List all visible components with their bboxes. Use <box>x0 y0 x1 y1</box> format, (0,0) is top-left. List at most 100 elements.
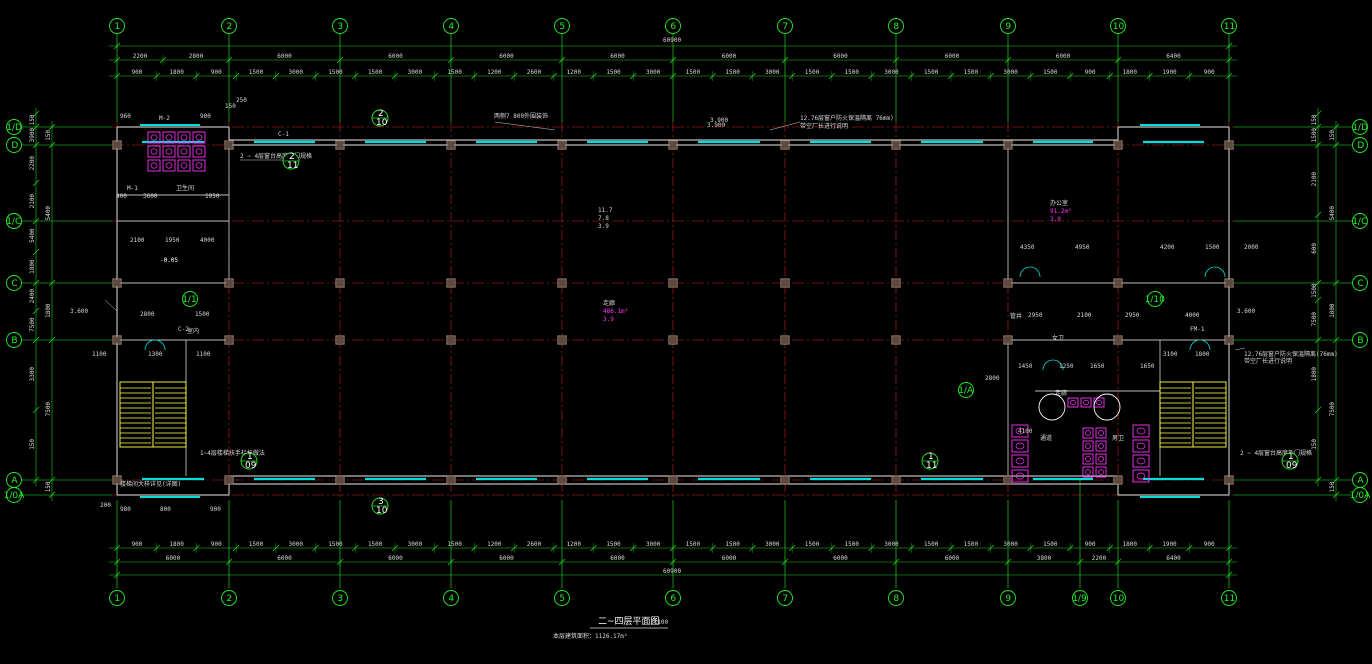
column-4 <box>446 278 456 288</box>
dim-left-sub-label: 3900 <box>29 128 36 143</box>
dim-left-main-tick <box>48 476 56 484</box>
axis-bubble-left-C <box>6 275 22 291</box>
bottom-overall-dim: 60900 <box>663 568 681 575</box>
axis-bubble-left-1/0A-label: 1/0A <box>4 491 25 501</box>
column-8 <box>891 278 901 288</box>
dim-left-main-label: 5400 <box>45 206 52 221</box>
dim-right-sub-label: 7500 <box>1311 312 1318 327</box>
dim-left-main-label: 1800 <box>45 303 52 318</box>
column-5 <box>557 335 567 345</box>
annotation: 1~4层楼梯扶手栏杆做法 <box>200 449 265 457</box>
small-dim: 1950 <box>205 193 220 200</box>
axis-bubble-right-C <box>1352 275 1368 291</box>
small-dim: 1800 <box>1195 351 1210 358</box>
right-urinal <box>1080 397 1092 408</box>
column-2 <box>224 140 234 150</box>
dim-top-sub-label: 1900 <box>1162 69 1177 76</box>
dim-bottom-sub-label: 2600 <box>527 541 542 548</box>
small-dim: 3100 <box>1163 351 1178 358</box>
axis-bubble-bottom-5-label: 5 <box>559 594 565 604</box>
dim-bottom-sub-label: 1500 <box>606 541 621 548</box>
level-label-3-600: 3.600 <box>1237 308 1255 315</box>
column-fill <box>114 337 120 343</box>
column-fill <box>114 142 120 148</box>
axis-bubble-bottom-9-label: 9 <box>1005 594 1011 604</box>
door-swing <box>1052 359 1064 371</box>
small-dim: 900 <box>210 506 221 513</box>
leader-line <box>1234 347 1246 351</box>
annotation: 12.76层窗户防火保温隔离(76mm) <box>1244 350 1338 358</box>
left-toilet-stall <box>177 131 191 144</box>
column-fill <box>226 280 232 286</box>
axis-bubble-top-7-label: 7 <box>782 22 788 32</box>
dim-top-sub-label: 1500 <box>249 69 264 76</box>
axis-bubble-bottom-7-label: 7 <box>782 594 788 604</box>
column-fill <box>1226 477 1232 483</box>
dim-left-sub-label: 150 <box>29 439 36 450</box>
small-dim: 2800 <box>985 375 1000 382</box>
small-dim: 1100 <box>196 351 211 358</box>
column-fill <box>1005 280 1011 286</box>
right-urinal-bowl <box>1096 399 1102 406</box>
left-toilet-stall-bowl <box>150 148 158 155</box>
column-fill <box>448 280 454 286</box>
right-toilet-stall-c <box>1132 439 1150 453</box>
small-dim: 4100 <box>1018 428 1033 435</box>
left-toilet-stall <box>162 159 176 172</box>
door-swing <box>1042 359 1054 371</box>
small-dim: 960 <box>120 113 131 120</box>
small-dim: 1500 <box>195 311 210 318</box>
axis-bubble-top-4 <box>443 18 459 34</box>
axis-bubbles: 112233445566778899101011111/91/DD1/CCBA1… <box>4 18 1371 606</box>
axis-bubble-bottom-1-label: 1 <box>114 594 120 604</box>
annotation: 男卫 <box>1112 435 1124 442</box>
annotation: 女卫 <box>1052 334 1064 342</box>
dim-bottom-sub-label: 1500 <box>924 541 939 548</box>
column-9 <box>1003 335 1013 345</box>
axis-bubble-top-10-label: 10 <box>1113 22 1125 32</box>
small-dim: 400 <box>116 193 127 200</box>
axis-bubble-left-B-label: B <box>11 336 17 346</box>
dim-top-spans-label: 6400 <box>1166 53 1181 60</box>
column-fill <box>337 280 343 286</box>
column-5 <box>557 140 567 150</box>
dim-left-sub-tick <box>32 217 40 225</box>
axis-bubble-right-B <box>1352 332 1368 348</box>
axis-bubble-top-9-label: 9 <box>1005 22 1011 32</box>
right-toilet-stall-b-bowl <box>1098 430 1104 436</box>
axis-bubble-bottom-2 <box>221 590 237 606</box>
dim-top-sub-label: 1500 <box>725 69 740 76</box>
right-toilet-stall-b <box>1095 466 1107 478</box>
detail-callout-bottom: 09 <box>1286 461 1298 471</box>
dim-left-sub-tick <box>32 336 40 344</box>
dim-left-main-tick <box>48 491 56 499</box>
dim-bottom-sub-label: 900 <box>1085 541 1096 548</box>
axis-bubble-inner-1-10-label: 1/10 <box>1145 295 1165 305</box>
dim-top-sub-label: 1500 <box>805 69 820 76</box>
drawing-title: 二~四层平面图 <box>598 616 660 627</box>
detail-callout-top: 3 <box>378 497 384 507</box>
dim-right-main-tick <box>1332 476 1340 484</box>
axis-bubble-left-1-C-mid <box>6 213 22 229</box>
column-fill <box>893 337 899 343</box>
column-fill <box>670 280 676 286</box>
left-toilet-stall-bowl <box>165 148 173 155</box>
dim-top-sub-label: 900 <box>1085 69 1096 76</box>
axis-bubble-left-1/D-label: 1/D <box>6 123 22 133</box>
axis-bubble-top-3-label: 3 <box>337 22 343 32</box>
dim-right-main-label: 5400 <box>1329 206 1336 221</box>
dim-left-sub-label: 150 <box>29 114 36 125</box>
axis-bubble-left-B <box>6 332 22 348</box>
small-dim: 1650 <box>1140 363 1155 370</box>
column-2 <box>224 335 234 345</box>
column-fill <box>559 337 565 343</box>
axis-bubble-right-1/0A-label: 1/0A <box>1350 491 1371 501</box>
small-dim: 2950 <box>1125 312 1140 319</box>
axis-bubble-top-11-label: 11 <box>1224 22 1235 32</box>
axis-bubble-bottom-10 <box>1110 590 1126 606</box>
dim-left-sub-label: 2400 <box>29 289 36 304</box>
column-9 <box>1003 278 1013 288</box>
right-toilet-stall-b-bowl <box>1098 469 1104 475</box>
